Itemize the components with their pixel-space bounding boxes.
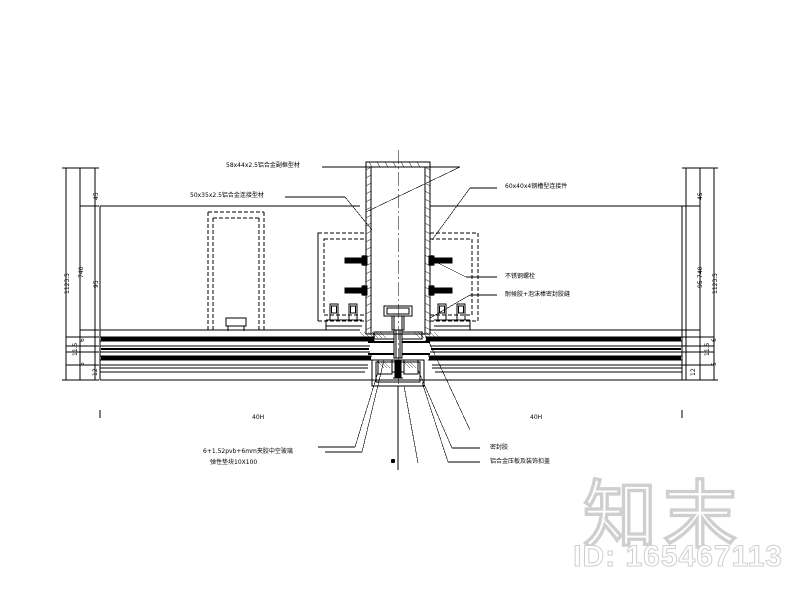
annotation-laminated-glass: 6+1.52pvb+6mm夹胶中空玻璃 — [203, 448, 293, 455]
dimension-left-6: 6 — [79, 338, 86, 342]
leader-lines-mid-right — [429, 261, 497, 319]
dimension-right-12: 12 — [690, 368, 697, 376]
clip-fittings-left — [325, 303, 362, 330]
dimension-bottom-left: 40H — [252, 414, 265, 421]
left-subframe-profile — [207, 211, 265, 330]
left-bracket-hidden — [317, 232, 367, 322]
bolt-assembly-upper-left — [344, 255, 368, 266]
annotation-weather-sealant: 耐候胶+泡沫棒密封胶缝 — [505, 291, 571, 298]
dimension-right-5: 5 — [711, 362, 718, 366]
glazing-seat — [368, 341, 430, 355]
dimension-left-740: 740 — [78, 266, 85, 278]
dimension-left-45: 45 — [93, 192, 100, 200]
bolt-assembly-lower-right — [428, 285, 453, 296]
dimension-right-11-5: 11.5 — [704, 342, 711, 356]
annotation-setting-block: 弹性垫块10X100 — [210, 459, 258, 466]
dimension-left-12: 12 — [92, 368, 99, 376]
left-dimension-ruler — [62, 167, 99, 381]
dimension-left-95: 95 — [93, 280, 100, 288]
annotation-connector-profile: 50x35x2.5铝合金连接型材 — [190, 192, 264, 199]
dimension-bottom-right: 40H — [530, 414, 543, 421]
sealant-hatch — [359, 331, 441, 369]
dimension-right-740: 740 — [697, 266, 704, 278]
annotation-subframe-profile: 58x44x2.5铝合金副框型材 — [226, 162, 300, 169]
annotation-steel-channel-bracket: 60x40x4钢槽型连接件 — [505, 183, 568, 190]
panel-envelope — [100, 205, 682, 331]
glass-fill-band — [101, 337, 681, 360]
bottom-dimension-line — [99, 410, 683, 418]
clip-fittings-right — [434, 303, 471, 330]
annotation-sealant: 密封胶 — [490, 444, 509, 451]
dimension-right-95: 95 — [697, 280, 704, 288]
left-subframe-foot — [225, 317, 247, 331]
leader-lines-top-right — [431, 187, 497, 241]
bolt-assembly-lower-left — [344, 285, 368, 296]
annotation-pressure-plate-cover: 铝合金压板及装饰扣盖 — [490, 458, 551, 465]
dimension-left-11-5: 11.5 — [72, 342, 79, 356]
panel-edge-lines — [99, 206, 683, 381]
dimension-left-5: 5 — [79, 362, 86, 366]
annotation-stainless-bolt: 不锈钢螺栓 — [505, 273, 536, 280]
glass-layer-bands — [100, 336, 682, 369]
dimension-right-45: 45 — [697, 192, 704, 200]
dimension-left-total: 1123.5 — [64, 273, 71, 294]
leader-lines-bottom — [318, 339, 480, 470]
right-dimension-ruler — [682, 167, 718, 381]
dimension-right-6: 6 — [711, 338, 718, 342]
leader-dot — [390, 458, 396, 464]
bolt-assembly-upper-right — [428, 255, 453, 266]
leader-lines-top-left — [285, 166, 461, 231]
dimension-right-total: 1123.5 — [712, 273, 719, 294]
